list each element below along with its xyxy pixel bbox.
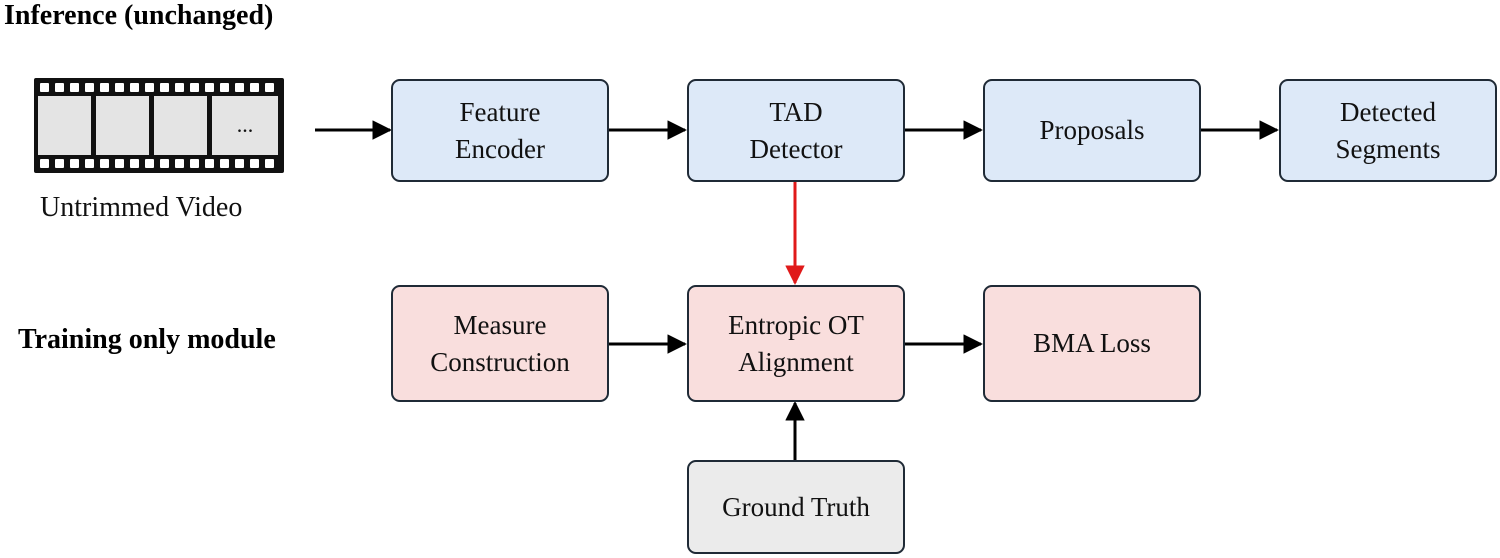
feature-encoder-label: Feature Encoder (455, 97, 545, 164)
proposals-box: Proposals (983, 79, 1201, 182)
measure-construction-label: Measure Construction (430, 310, 570, 377)
tad-detector-box: TAD Detector (687, 79, 905, 182)
detected-segments-box: Detected Segments (1279, 79, 1497, 182)
film-strip-icon: ... (34, 78, 284, 173)
tad-detector-label: TAD Detector (749, 97, 843, 164)
training-heading: Training only module (18, 324, 276, 355)
proposals-label: Proposals (1039, 115, 1145, 146)
ground-truth-label: Ground Truth (722, 491, 870, 522)
untrimmed-video-label: Untrimmed Video (40, 192, 243, 223)
feature-encoder-box: Feature Encoder (391, 79, 609, 182)
entropic-ot-alignment-label: Entropic OT Alignment (728, 310, 864, 377)
ground-truth-box: Ground Truth (687, 460, 905, 554)
inference-heading: Inference (unchanged) (4, 0, 274, 31)
measure-construction-box: Measure Construction (391, 285, 609, 402)
detected-segments-label: Detected Segments (1335, 97, 1441, 164)
bma-loss-label: BMA Loss (1033, 328, 1151, 359)
film-ellipsis: ... (237, 112, 254, 137)
entropic-ot-alignment-box: Entropic OT Alignment (687, 285, 905, 402)
bma-loss-box: BMA Loss (983, 285, 1201, 402)
